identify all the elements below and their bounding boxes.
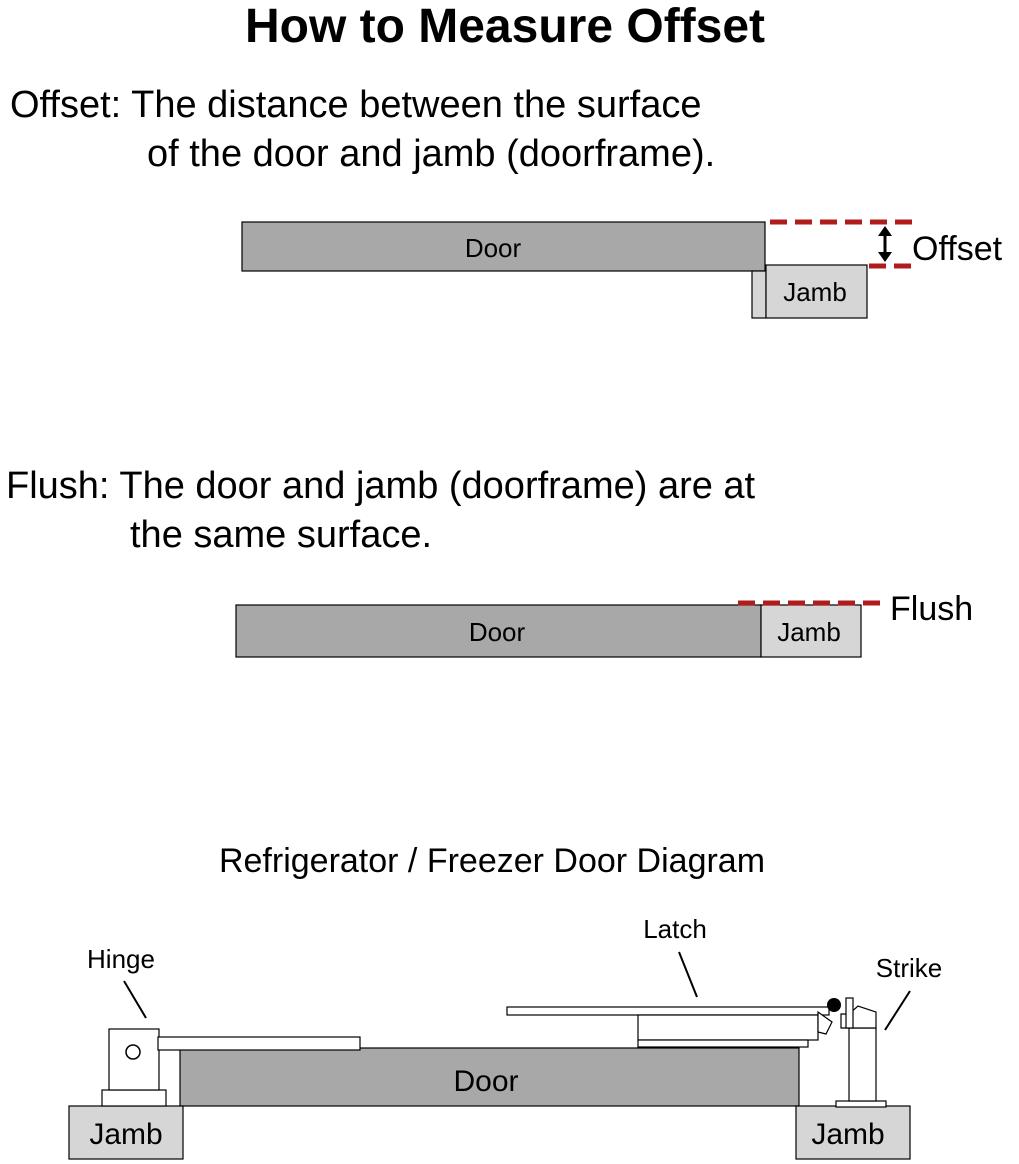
flush-definition-line1: Flush: The door and jamb (doorframe) are…	[6, 465, 756, 507]
strike-roller-icon	[827, 998, 841, 1012]
offset-jamb-stop	[751, 270, 767, 319]
fridge-right-jamb-block	[795, 1105, 911, 1160]
strike-pointer-line	[884, 990, 911, 1031]
flush-definition-line2: the same surface.	[130, 514, 432, 556]
strike-label: Strike	[876, 953, 942, 983]
flush-marker-label: Flush	[890, 590, 973, 628]
flush-jamb-label: Jamb	[777, 617, 841, 647]
offset-jamb-label: Jamb	[783, 277, 847, 307]
fridge-left-jamb-label: Jamb	[89, 1118, 162, 1151]
offset-diagram: Door Jamb Offset	[241, 219, 1003, 319]
fridge-right-jamb-label: Jamb	[811, 1118, 884, 1151]
fridge-left-jamb-block	[68, 1105, 184, 1160]
flush-diagram: Door Jamb Flush	[235, 590, 973, 658]
page-title: How to Measure Offset	[245, 0, 765, 53]
offset-door-block	[241, 221, 766, 272]
strike-assembly	[827, 997, 887, 1108]
offset-definition-line1: Offset: The distance between the surface	[10, 84, 701, 126]
fridge-door-block	[179, 1047, 800, 1107]
latch-assembly	[506, 1006, 833, 1048]
hinge-pointer-line	[123, 980, 147, 1019]
latch-label: Latch	[643, 914, 707, 944]
latch-pointer-line	[678, 951, 698, 998]
fridge-diagram-heading: Refrigerator / Freezer Door Diagram	[219, 842, 765, 880]
offset-jamb-block	[765, 264, 868, 319]
flush-door-label: Door	[469, 617, 526, 647]
fridge-diagram: Door Jamb Hinge Latch Jamb	[68, 914, 942, 1160]
flush-jamb-block	[760, 604, 862, 658]
hinge-assembly	[101, 1028, 361, 1107]
offset-definition-line2: of the door and jamb (doorframe).	[147, 133, 715, 175]
fridge-door-label: Door	[453, 1065, 518, 1098]
offset-marker-label: Offset	[912, 230, 1003, 268]
hinge-label: Hinge	[87, 944, 155, 974]
hinge-pin-icon	[125, 1044, 141, 1060]
offset-measure-arrow-icon	[878, 226, 892, 262]
hinge-arm	[157, 1036, 361, 1051]
offset-door-label: Door	[465, 233, 522, 263]
